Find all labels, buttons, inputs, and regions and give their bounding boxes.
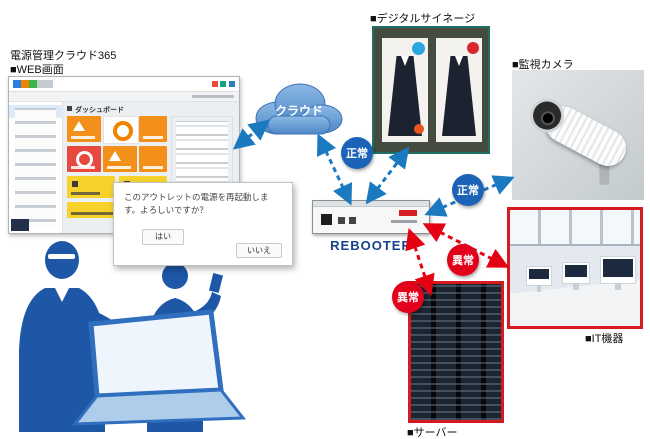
web-screen-label: ■WEB画面 bbox=[10, 64, 64, 76]
laptop bbox=[71, 309, 247, 426]
camera-photo bbox=[523, 90, 634, 185]
cloud-shape: クラウド bbox=[250, 76, 348, 142]
signage-image bbox=[372, 26, 490, 154]
server-image bbox=[408, 281, 504, 423]
dashboard-tile-alert bbox=[67, 116, 101, 142]
dashboard-tile bbox=[139, 116, 167, 142]
dashboard-tile-error bbox=[67, 146, 101, 172]
camera-label: ■監視カメラ bbox=[512, 59, 574, 71]
monitor bbox=[562, 262, 590, 290]
dashboard-toolbar bbox=[9, 92, 239, 102]
rebooter-device bbox=[312, 200, 430, 234]
it-equipment-label: ■IT機器 bbox=[585, 333, 624, 345]
it-equipment-image bbox=[507, 207, 643, 329]
sidebar-footer-logo bbox=[11, 219, 29, 231]
warning-icon bbox=[109, 151, 121, 161]
dashboard-tile-schedule bbox=[67, 176, 115, 198]
person-a-body bbox=[19, 288, 105, 432]
dialog-message: このアウトレットの電源を再起動します。よろしいですか？ bbox=[124, 192, 269, 215]
lan-port bbox=[321, 214, 332, 225]
suit-photo bbox=[442, 56, 476, 136]
dashboard-tile bbox=[139, 146, 167, 172]
status-badge-signage: 正常 bbox=[341, 137, 373, 169]
confirm-dialog: このアウトレットの電源を再起動します。よろしいですか？ はい いいえ bbox=[113, 182, 293, 266]
status-badge-server: 異常 bbox=[392, 281, 424, 313]
glasses-icon bbox=[48, 254, 75, 259]
phone bbox=[208, 273, 224, 293]
rebooter-label: REBOOTER bbox=[330, 238, 412, 253]
signage-label: ■デジタルサイネージ bbox=[370, 13, 476, 25]
cloud-label: クラウド bbox=[274, 104, 323, 118]
person-b-head bbox=[162, 263, 188, 289]
dashboard-sidebar bbox=[9, 102, 63, 233]
server-label: ■サーバー bbox=[407, 427, 458, 439]
no-button[interactable]: いいえ bbox=[236, 243, 282, 258]
status-badge-camera: 正常 bbox=[452, 174, 484, 206]
system-title: 電源管理クラウド365 bbox=[10, 50, 117, 62]
device-logo bbox=[399, 210, 417, 216]
dashboard-tile bbox=[103, 146, 137, 172]
device-icon bbox=[72, 181, 78, 187]
status-badge-it: 異常 bbox=[447, 244, 479, 276]
monitor bbox=[526, 266, 552, 292]
camera-image bbox=[512, 70, 644, 200]
dashboard-tile-gauge bbox=[103, 116, 139, 144]
dashboard-title: ダッシュボード bbox=[67, 106, 124, 114]
person-a-head bbox=[45, 241, 79, 279]
imac-monitor bbox=[600, 256, 636, 290]
users-illustration bbox=[19, 241, 247, 432]
dashboard-header-icons bbox=[212, 81, 235, 87]
dashboard-logo bbox=[13, 80, 53, 88]
dashboard-header bbox=[9, 77, 239, 92]
yes-button[interactable]: はい bbox=[142, 229, 184, 245]
arrow-rebooter-signage bbox=[365, 146, 410, 205]
warning-icon bbox=[73, 121, 85, 131]
gauge-icon bbox=[113, 121, 133, 141]
